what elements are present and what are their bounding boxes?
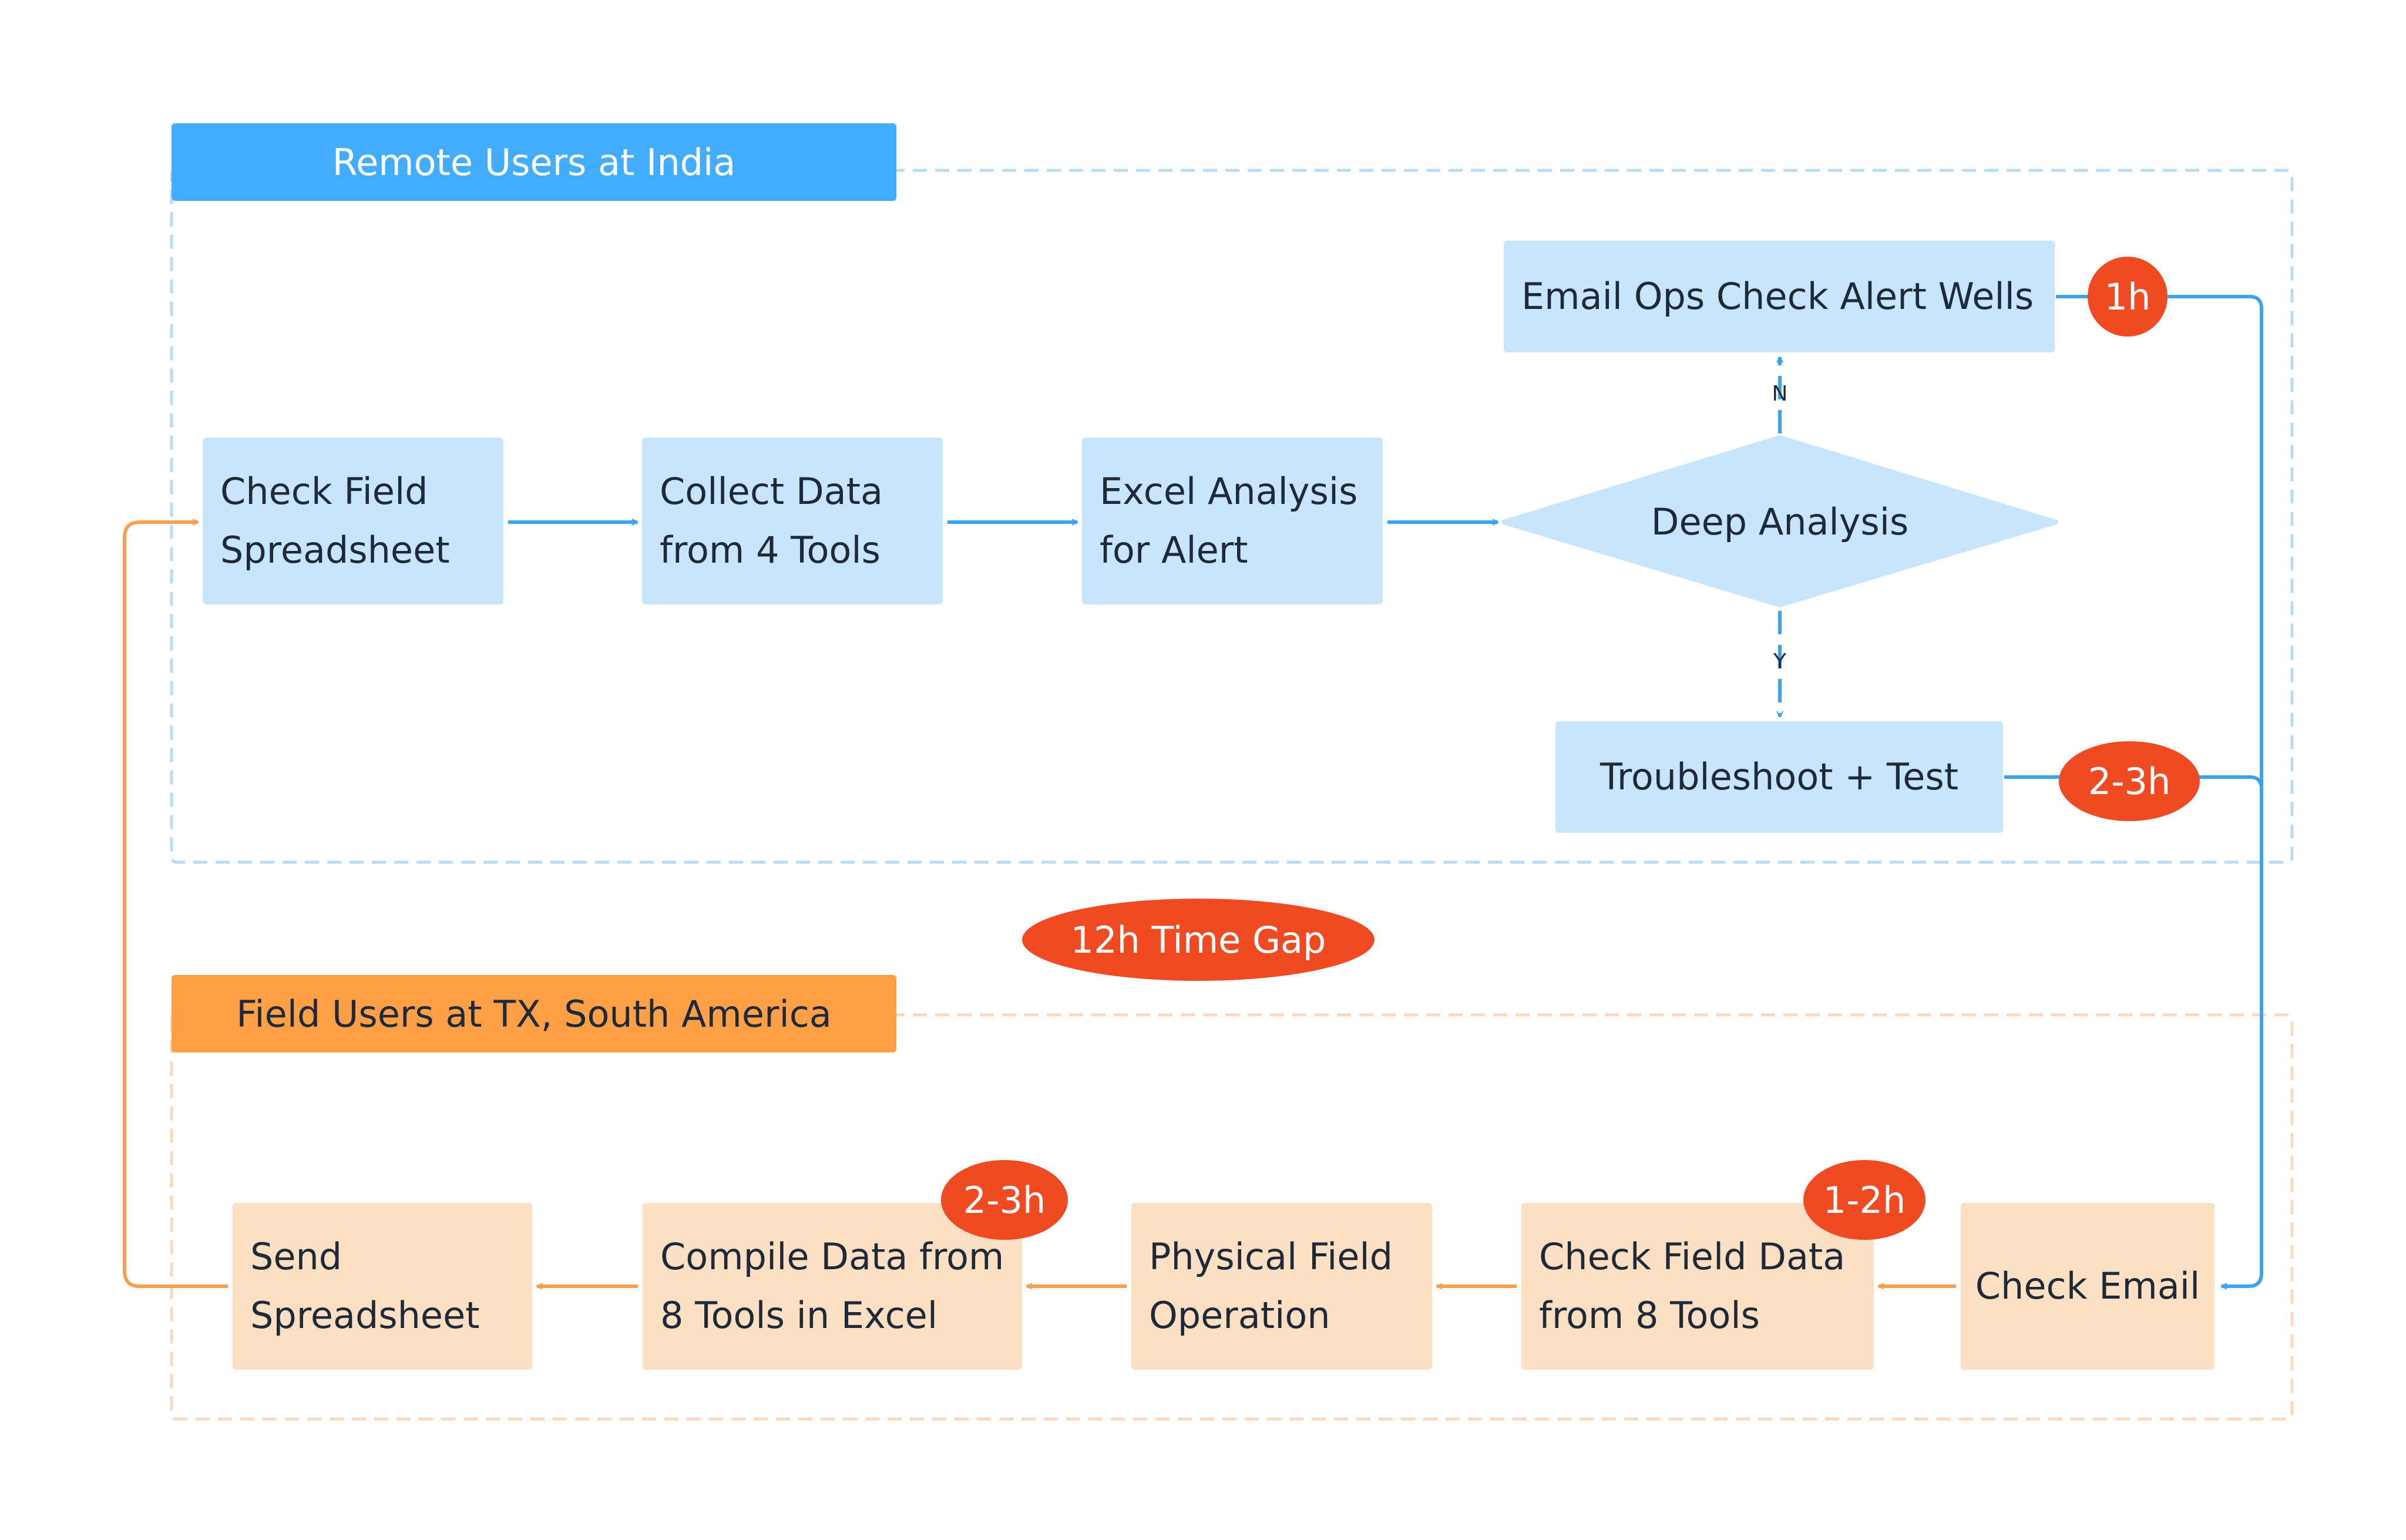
collect-data-box [642, 438, 943, 604]
troubleshoot-node: Troubleshoot + Test [1555, 721, 2003, 833]
check-field-spreadsheet-node: Check Field Spreadsheet [203, 438, 503, 604]
compile-data-line2: 8 Tools in Excel [660, 1294, 938, 1337]
check-field-spreadsheet-box [203, 438, 503, 604]
send-spreadsheet-node: Send Spreadsheet [233, 1203, 532, 1370]
badge-email-ops-shape [2088, 257, 2168, 337]
check-field-data-line2: from 8 Tools [1539, 1294, 1760, 1337]
compile-data-line1: Compile Data from [660, 1235, 1004, 1278]
email-ops-box [1504, 241, 2055, 352]
send-spreadsheet-box [233, 1203, 532, 1370]
remote-lane-title-bar [172, 123, 896, 201]
physical-field-line1: Physical Field [1149, 1235, 1393, 1278]
badge-email-ops: 1h [2104, 275, 2151, 318]
send-spreadsheet-line2: Spreadsheet [250, 1294, 480, 1337]
badge-compile-data-shape [941, 1160, 1068, 1240]
deep-analysis-label: Deep Analysis [1651, 500, 1909, 543]
check-email-node: Check Email [1961, 1203, 2215, 1370]
compile-data-box [643, 1203, 1022, 1370]
collect-data-line2: from 4 Tools [660, 529, 881, 571]
check-field-data-box [1521, 1203, 1874, 1370]
badge-troubleshoot-shape [2059, 741, 2200, 821]
field-lane-container [170, 1013, 2294, 1421]
collect-data-line1: Collect Data [660, 470, 883, 513]
excel-analysis-line1: Excel Analysis [1100, 470, 1358, 513]
email-ops-node: Email Ops Check Alert Wells [1504, 241, 2055, 352]
connector-email-ops-to-check-email [2056, 295, 2263, 1286]
badge-check-field-data-shape [1803, 1160, 1926, 1240]
badge-time-gap: 12h Time Gap [1070, 918, 1326, 961]
field-lane-title: Field Users at TX, South America [236, 992, 832, 1035]
connector-troubleshoot-to-check-email [2004, 775, 2263, 789]
send-spreadsheet-line1: Send [250, 1235, 342, 1278]
excel-analysis-line2: for Alert [1100, 529, 1248, 571]
badge-check-field-data: 1-2h [1823, 1178, 1906, 1222]
check-email-box [1961, 1203, 2215, 1370]
remote-lane-title: Remote Users at India [332, 140, 736, 184]
excel-analysis-node: Excel Analysis for Alert [1082, 438, 1383, 604]
check-field-data-line1: Check Field Data [1539, 1235, 1846, 1278]
check-email-label: Check Email [1975, 1265, 2200, 1307]
physical-field-node: Physical Field Operation [1131, 1203, 1432, 1370]
check-field-spreadsheet-line1: Check Field [220, 470, 428, 513]
badge-time-gap-shape [1022, 899, 1375, 981]
collect-data-node: Collect Data from 4 Tools [642, 438, 943, 604]
decision-yes-label: Y [1773, 650, 1786, 674]
deep-analysis-node: Deep Analysis [1504, 438, 2056, 607]
connector-send-to-check-field-spreadsheet [123, 522, 228, 1288]
field-lane-title-bar [172, 975, 896, 1053]
decision-no-label: N [1772, 382, 1788, 406]
compile-data-node: Compile Data from 8 Tools in Excel [643, 1203, 1022, 1370]
remote-lane-container [170, 169, 2294, 864]
check-field-data-node: Check Field Data from 8 Tools [1521, 1203, 1874, 1370]
physical-field-line2: Operation [1149, 1294, 1330, 1337]
troubleshoot-label: Troubleshoot + Test [1599, 755, 1959, 798]
badge-compile-data: 2-3h [963, 1178, 1046, 1222]
badge-troubleshoot: 2-3h [2088, 759, 2171, 803]
excel-analysis-box [1082, 438, 1383, 604]
email-ops-label: Email Ops Check Alert Wells [1521, 275, 2034, 318]
check-field-spreadsheet-line2: Spreadsheet [220, 529, 450, 571]
deep-analysis-diamond [1501, 435, 2058, 607]
physical-field-box [1131, 1203, 1432, 1370]
troubleshoot-box [1555, 721, 2003, 833]
